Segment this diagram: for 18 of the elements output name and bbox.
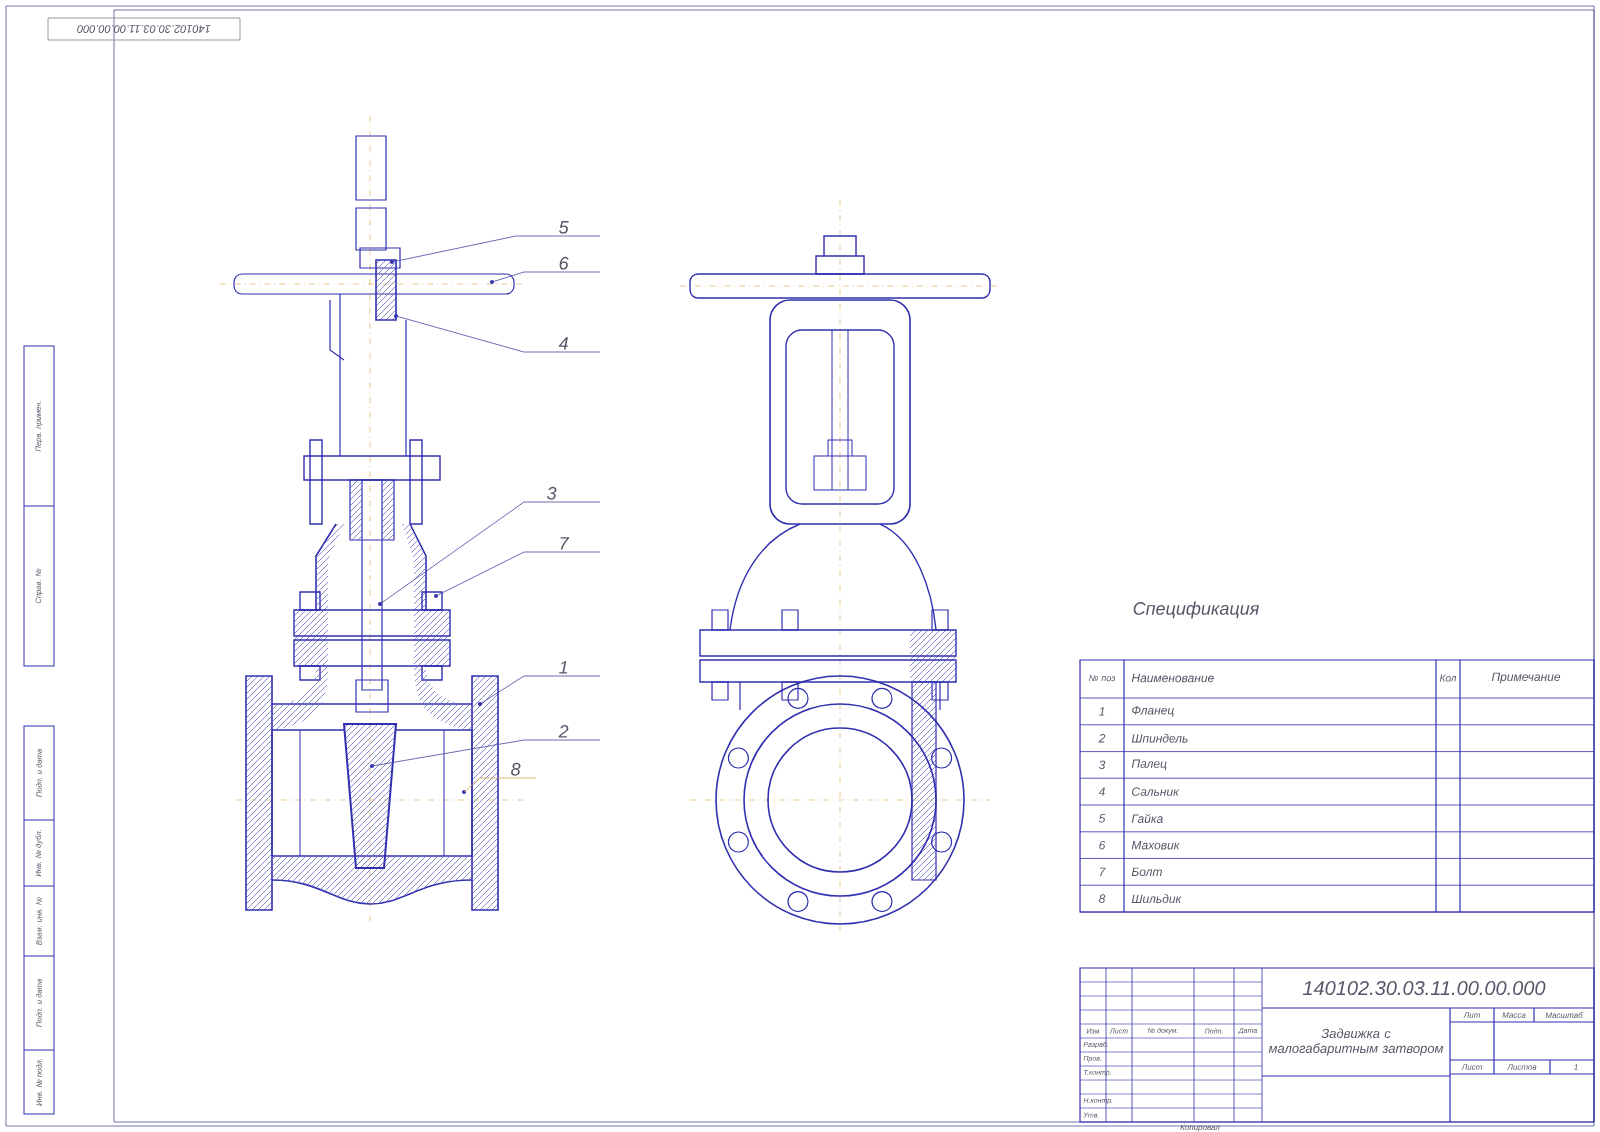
- leader-line: [435, 551, 601, 597]
- callout-number: 8: [511, 762, 521, 776]
- callout-number: 6: [559, 256, 569, 270]
- callout-number: 1: [559, 661, 568, 674]
- leader-line: [463, 777, 537, 793]
- leader-line: [491, 271, 601, 283]
- leader-line: [395, 315, 601, 353]
- leader-line: [479, 675, 601, 705]
- callout-number: 2: [558, 725, 569, 738]
- table-title: Спецификация: [1133, 601, 1259, 619]
- callout-number: 3: [547, 486, 557, 500]
- callout-number: 4: [558, 337, 568, 350]
- callout-number: 7: [560, 537, 570, 550]
- leader-line: [371, 739, 601, 767]
- drawing-number: 140102.30.03.11.00.00.000: [1302, 980, 1546, 996]
- callout-number: 5: [559, 221, 569, 234]
- leader-line: [391, 235, 601, 263]
- leader-line: [379, 501, 601, 605]
